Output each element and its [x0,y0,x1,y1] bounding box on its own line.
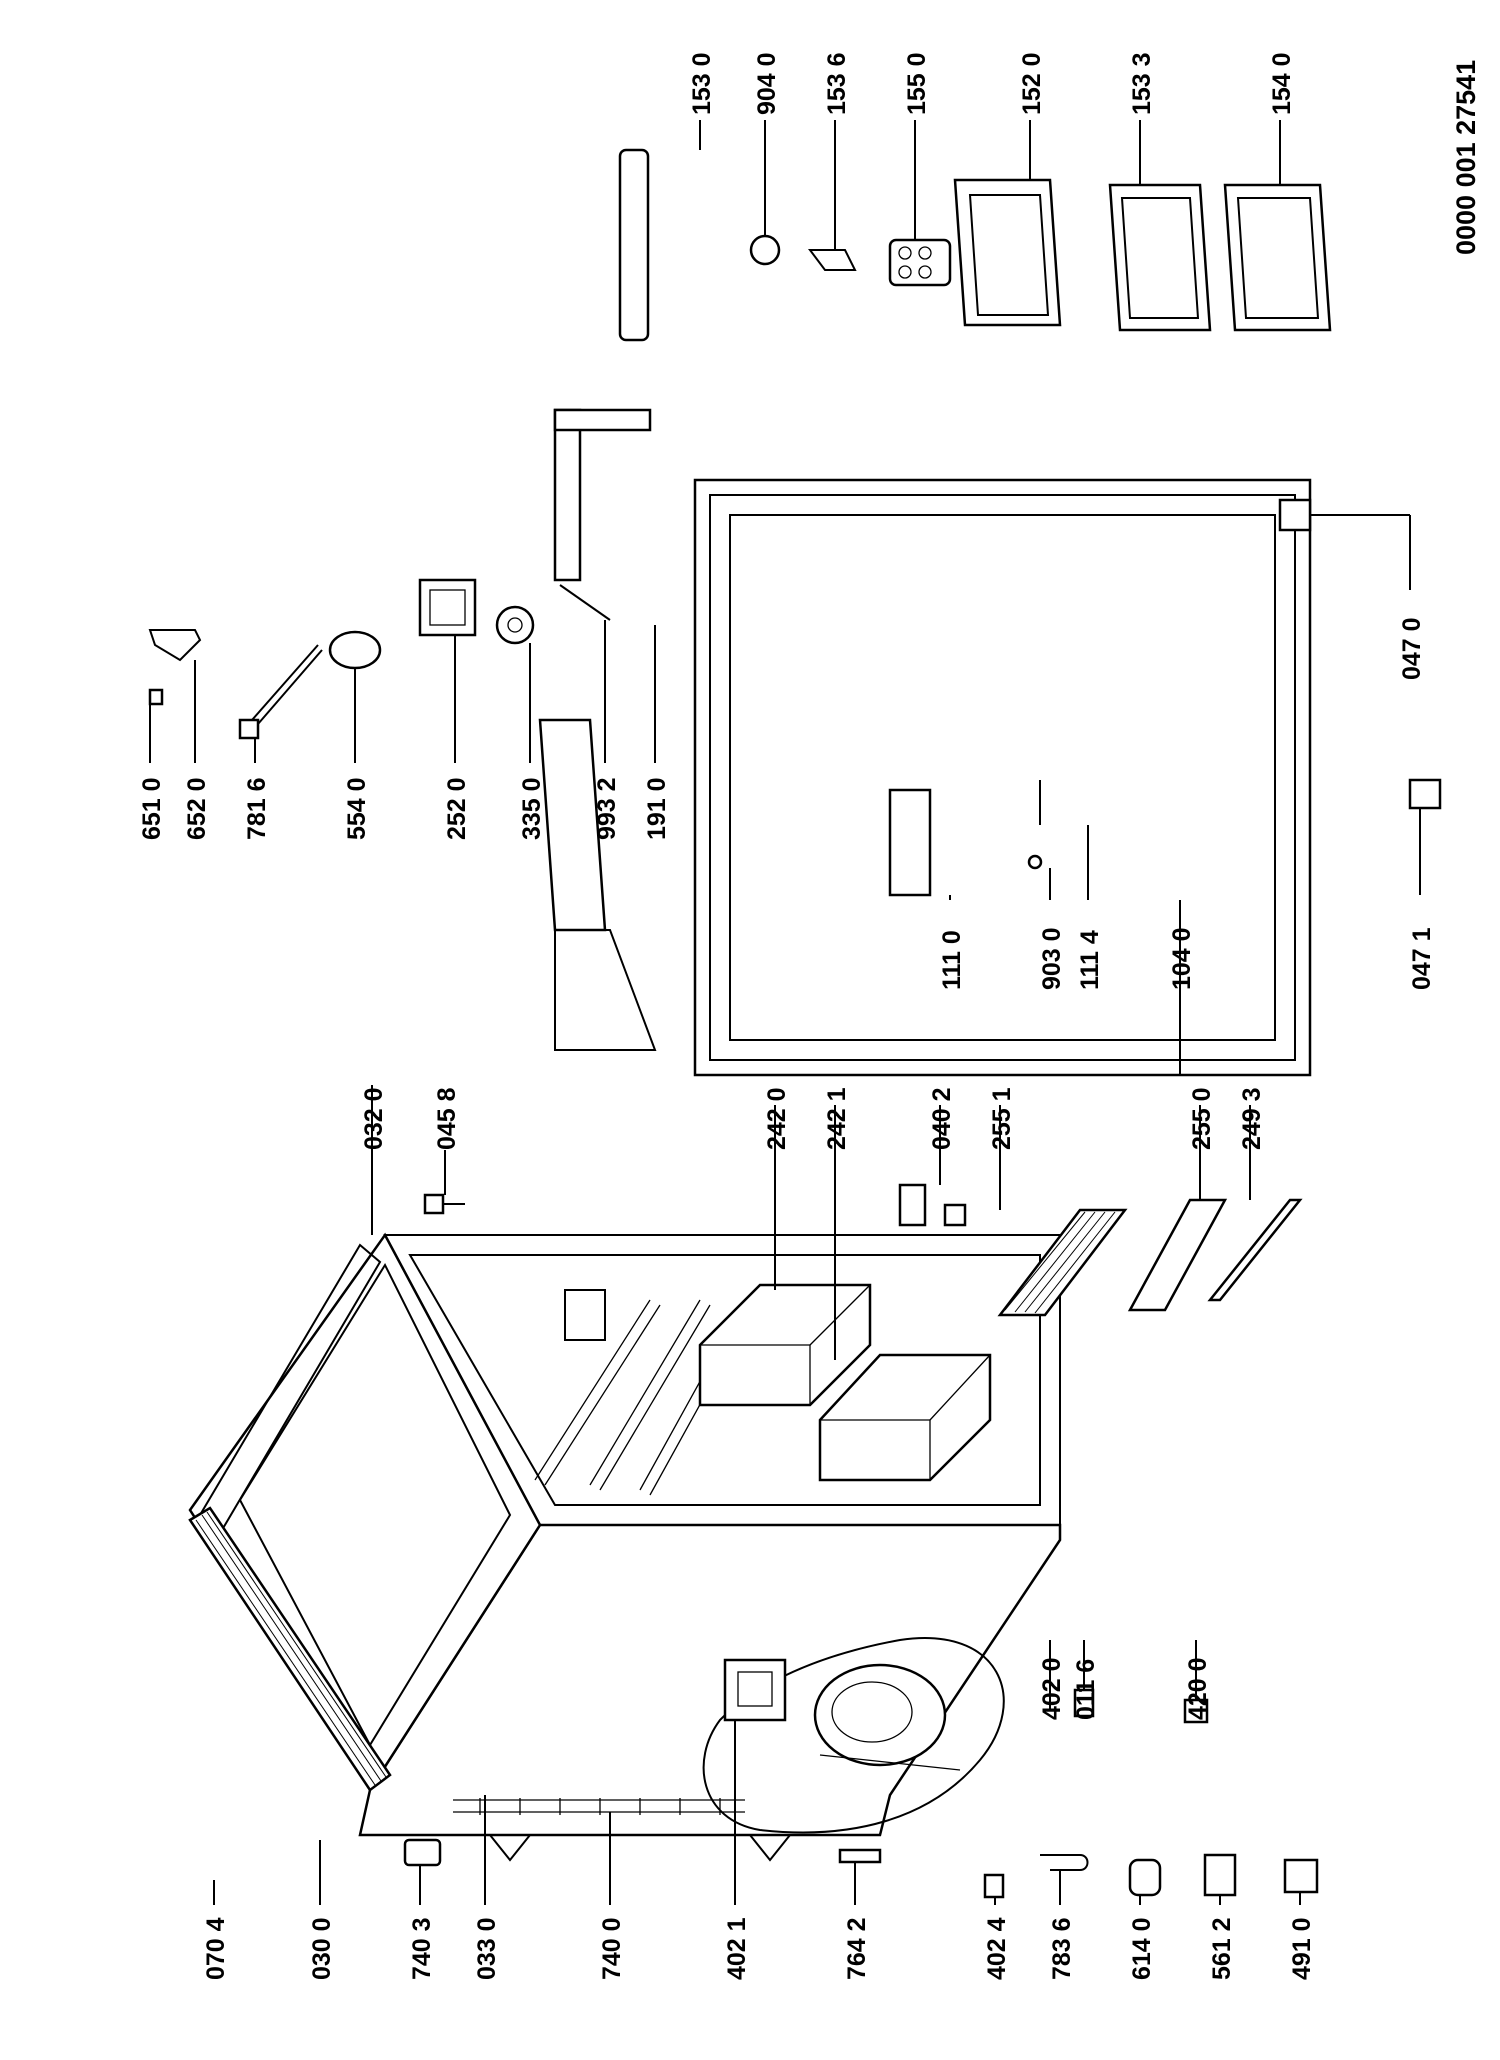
part-904-0 [749,234,781,266]
label-032-0: 032 0 [360,1087,388,1150]
drier-764-2 [838,1848,882,1864]
label-614-0: 614 0 [1128,1917,1156,1980]
shelf-153-0 [618,148,650,342]
condenser-740-0 [453,1798,793,1862]
shelf-strip-249-3 [1207,1198,1303,1302]
label-153-0: 153 0 [688,52,716,115]
shelf-rails [534,1299,756,1496]
label-255-1: 255 1 [988,1087,1016,1150]
label-420-0: 420 0 [1184,1657,1212,1720]
control-box-252-0 [418,578,477,637]
compressor-402-0 [813,1663,961,1771]
label-249-3: 249 3 [1238,1087,1266,1150]
cabinet-assembly [188,1183,1319,1899]
label-152-0: 152 0 [1018,52,1046,115]
label-111-0: 111 0 [938,930,966,990]
door-panel-104-0 [693,478,1312,1077]
label-561-2: 561 2 [1208,1917,1236,1980]
compressor-compartment [702,1637,1005,1834]
door-gasket-191-0 [538,718,657,1051]
worktop-grille-070-4 [188,1506,392,1792]
part-614-0 [1128,1858,1162,1897]
label-781-6: 781 6 [243,777,271,840]
label-652-0: 652 0 [183,777,211,840]
shelf-153-3 [1108,183,1212,332]
knob-335-0 [495,605,535,645]
foot-740-3 [403,1838,442,1867]
label-764-2: 764 2 [843,1917,871,1980]
door-assembly [148,408,1442,1077]
label-255-0: 255 0 [1188,1087,1216,1150]
label-491-0: 491 0 [1288,1917,1316,1980]
hinge-040-2 [898,1183,967,1227]
label-033-0: 033 0 [473,1917,501,1980]
part-labels: 070 4 030 0 740 3 033 0 740 0 402 1 764 … [138,52,1481,1980]
thermostat-781-6 [238,644,323,740]
lamp-993-2 [559,584,611,621]
shelf-154-0 [1223,183,1332,332]
hinge-047-1 [1408,778,1442,810]
label-153-3: 153 3 [1128,52,1156,115]
label-155-0: 155 0 [903,52,931,115]
interior-thermostat-block [564,1289,606,1341]
label-040-2: 040 2 [928,1087,956,1150]
label-104-0: 104 0 [1168,927,1196,990]
label-402-4: 402 4 [983,1917,1011,1980]
label-154-0: 154 0 [1268,52,1296,115]
gasket-top-strip [553,408,582,582]
label-554-0: 554 0 [343,777,371,840]
label-011-6: 011 6 [1072,1659,1100,1720]
part-783-6 [1040,1854,1089,1871]
egg-tray-155-0 [888,238,952,287]
leader-lines [149,120,1421,1905]
screw-903-0 [1027,854,1043,870]
part-561-2 [1203,1853,1237,1897]
door-shelves [618,148,1332,342]
label-242-0: 242 0 [763,1087,791,1150]
label-047-0: 047 0 [1398,617,1426,680]
label-740-0: 740 0 [598,1917,626,1980]
label-045-8: 045 8 [433,1087,461,1150]
label-191-0: 191 0 [643,777,671,840]
label-047-1: 047 1 [1408,927,1436,990]
label-903-0: 903 0 [1038,927,1066,990]
label-111-4: 111 4 [1076,930,1104,990]
shelf-255-0 [1127,1198,1228,1312]
shelf-152-0 [953,178,1062,327]
handle-111-0 [888,788,932,897]
document-number: 0000 001 27541 [1451,60,1481,255]
glass-shelf-255-1 [997,1208,1128,1317]
label-783-6: 783 6 [1048,1917,1076,1980]
part-652-0 [148,629,202,662]
label-402-1: 402 1 [723,1917,751,1980]
part-491-0 [1283,1858,1319,1894]
screw-045-8 [423,1193,465,1215]
relay-box-402-1 [723,1658,787,1722]
label-904-0: 904 0 [753,52,781,115]
part-651-0 [148,688,164,706]
label-402-0: 402 0 [1038,1657,1066,1720]
label-153-6: 153 6 [823,52,851,115]
hinge-047-0 [1278,498,1312,532]
cabinet-opening [408,1254,1041,1506]
label-335-0: 335 0 [518,777,546,840]
crisper-242-1 [818,1353,992,1482]
label-993-2: 993 2 [593,777,621,840]
label-740-3: 740 3 [408,1917,436,1980]
label-030-0: 030 0 [308,1917,336,1980]
label-242-1: 242 1 [823,1087,851,1150]
knob-ring-554-0 [328,630,382,670]
label-252-0: 252 0 [443,777,471,840]
label-651-0: 651 0 [138,777,166,840]
part-402-4 [983,1873,1005,1899]
label-070-4: 070 4 [202,1917,230,1980]
gasket-top-corner [553,408,652,432]
part-153-6 [808,249,857,271]
top-inner-panel [238,1262,512,1748]
crisper-242-0 [698,1283,872,1407]
